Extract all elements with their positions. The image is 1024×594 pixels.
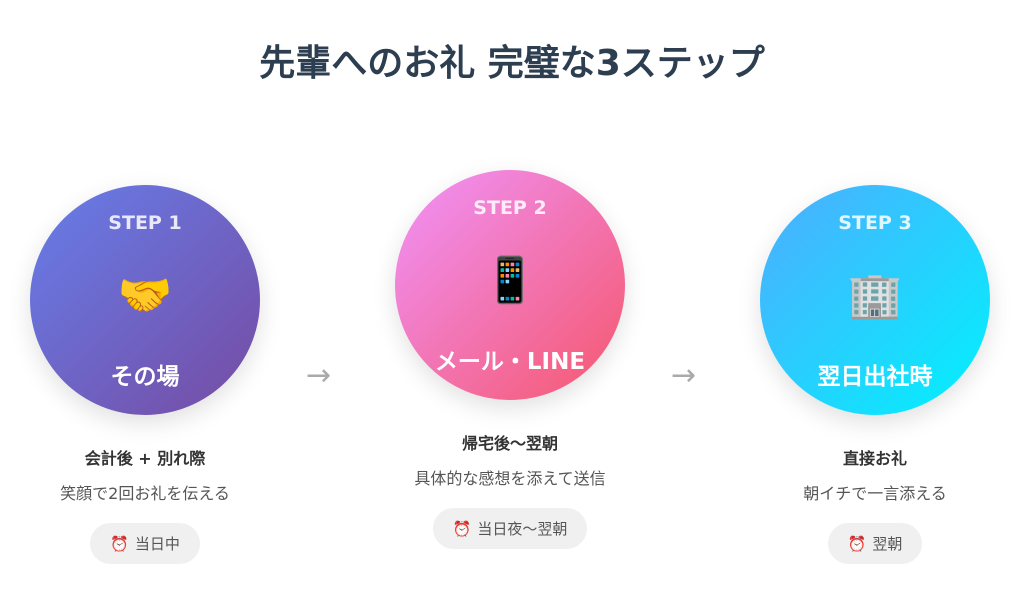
alarm-clock-icon: ⏰ bbox=[452, 519, 472, 538]
timing-badge: ⏰ 当日中 bbox=[90, 523, 200, 564]
step-name: 翌日出社時 bbox=[817, 364, 933, 390]
step-3: STEP 3 🏢 翌日出社時 直接お礼 朝イチで一言添える ⏰ 翌朝 bbox=[735, 185, 1015, 564]
step-detail: 朝イチで一言添える bbox=[803, 484, 947, 503]
step-label: STEP 2 bbox=[473, 197, 547, 219]
arrow-icon: → bbox=[306, 358, 332, 393]
mobile-phone-icon: 📱 bbox=[482, 255, 538, 306]
handshake-icon: 🤝 bbox=[117, 270, 173, 321]
office-building-icon: 🏢 bbox=[847, 270, 903, 321]
step-detail-title: 帰宅後〜翌朝 bbox=[461, 434, 558, 453]
step-detail: 具体的な感想を添えて送信 bbox=[414, 469, 606, 488]
timing-label: 当日中 bbox=[134, 535, 180, 553]
step-2: STEP 2 📱 メール・LINE 帰宅後〜翌朝 具体的な感想を添えて送信 ⏰ 当… bbox=[370, 170, 650, 549]
step-1: STEP 1 🤝 その場 会計後 + 別れ際 笑顔で2回お礼を伝える ⏰ 当日中 bbox=[5, 185, 285, 564]
step-detail-title: 直接お礼 bbox=[842, 449, 907, 468]
step-label: STEP 1 bbox=[108, 212, 182, 234]
step-label: STEP 3 bbox=[838, 212, 912, 234]
step-detail: 笑顔で2回お礼を伝える bbox=[60, 484, 230, 503]
step-detail-title: 会計後 + 別れ際 bbox=[84, 449, 206, 468]
alarm-clock-icon: ⏰ bbox=[110, 534, 129, 553]
arrow-icon: → bbox=[671, 358, 697, 393]
step-name: メール・LINE bbox=[434, 349, 586, 375]
timing-badge: ⏰ 翌朝 bbox=[827, 523, 923, 564]
timing-label: 翌朝 bbox=[872, 535, 903, 553]
step-circle: STEP 3 🏢 翌日出社時 bbox=[760, 185, 990, 415]
timing-label: 当日夜〜翌朝 bbox=[477, 520, 568, 538]
timing-badge: ⏰ 当日夜〜翌朝 bbox=[432, 508, 588, 549]
step-name: その場 bbox=[110, 364, 180, 390]
step-circle: STEP 1 🤝 その場 bbox=[30, 185, 260, 415]
step-circle: STEP 2 📱 メール・LINE bbox=[395, 170, 625, 400]
page-title: 先輩へのお礼 完璧な3ステップ bbox=[259, 43, 765, 84]
alarm-clock-icon: ⏰ bbox=[847, 534, 867, 553]
